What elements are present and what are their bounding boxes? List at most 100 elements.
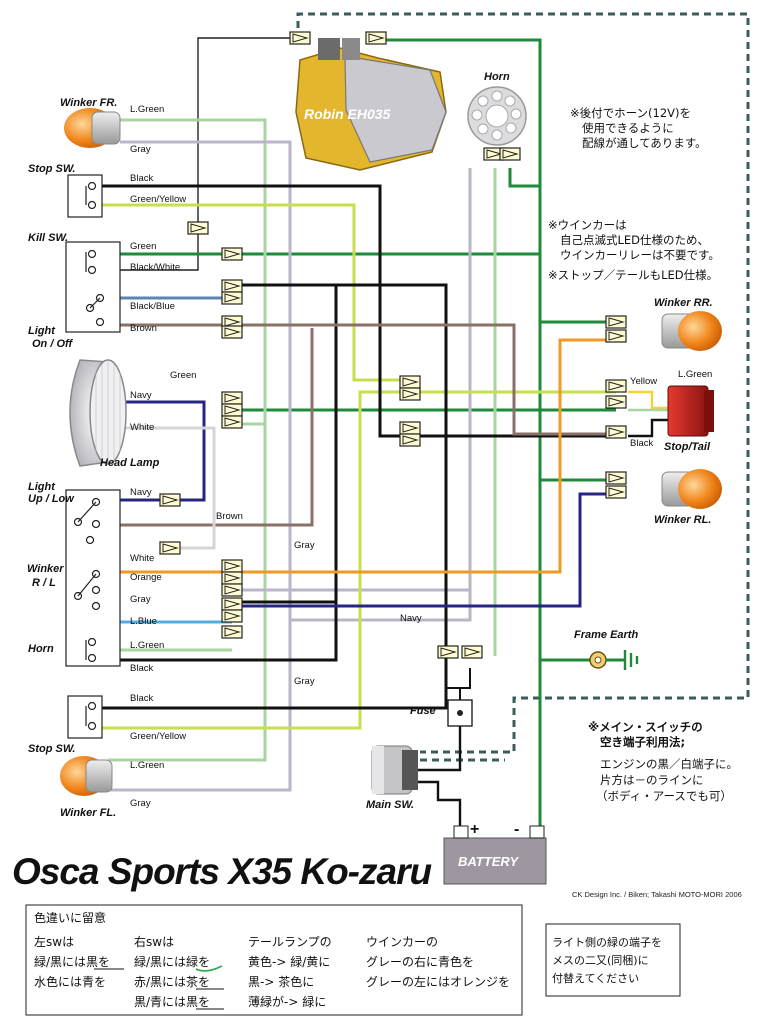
winker-note-line: ※ウインカーは — [548, 218, 627, 232]
notice-col3-line: 黄色-> 緑/黄に — [248, 954, 330, 969]
wire-label: White — [130, 422, 154, 433]
connector-mark — [608, 427, 625, 437]
wire-label: Brown — [130, 323, 157, 334]
wire-white-hl — [122, 426, 216, 550]
wire-label: Black — [130, 693, 153, 704]
stop-sw-bottom-box — [67, 695, 103, 739]
connector-mark — [402, 423, 419, 433]
connector-mark — [608, 397, 625, 407]
wire-black-stop-top — [100, 184, 410, 438]
notice-col1-line: 左swは — [34, 934, 74, 949]
stop-tail-label: Stop/Tail — [664, 441, 711, 453]
winker-note-line: ウインカーリレーは不要です。 — [560, 248, 720, 262]
wire-spare-dashed — [296, 12, 750, 754]
main-note-body-line: 片方は－のラインに — [600, 773, 704, 787]
winker-fl-bulb — [60, 756, 113, 796]
winker-sw-label-2: R / L — [32, 577, 56, 589]
wire-label: Gray — [130, 594, 151, 605]
connector-mark — [162, 543, 179, 553]
notice-heading: 色違いに留意 — [34, 910, 106, 925]
connector-mark — [224, 249, 241, 259]
connector-mark — [368, 33, 385, 43]
wire-brown-ul — [100, 328, 314, 527]
connector-mark — [402, 435, 419, 445]
horn-note-line: ※後付でホーン(12V)を — [570, 106, 691, 120]
wire-black-white-inner — [102, 40, 195, 269]
winker-fl-label: Winker FL. — [60, 807, 116, 819]
horn-center — [485, 104, 509, 128]
fuse-label: Fuse — [410, 705, 436, 717]
wire-label: Black — [630, 438, 653, 449]
connector-mark — [224, 327, 241, 337]
notice-col4-line: ウインカーの — [366, 935, 438, 949]
notice-col4-line: グレーの左にはオレンジを — [366, 974, 510, 989]
connector-mark — [224, 561, 241, 571]
main-sw-label: Main SW. — [366, 799, 414, 811]
connector-mark — [608, 487, 625, 497]
wire-label: Navy — [130, 390, 152, 401]
battery-label: BATTERY — [458, 854, 520, 869]
wire-label: Green — [170, 370, 196, 381]
wire-brown-light — [100, 323, 616, 436]
wire-label: Green — [130, 241, 156, 252]
stop-note-line: ※ストップ／テールもLED仕様。 — [548, 268, 718, 282]
winker-sw-label-1: Winker — [27, 563, 64, 575]
wire-gray-fr — [108, 140, 292, 792]
stop-sw-top-box — [67, 174, 103, 218]
notice-col4-line: グレーの右に青色を — [366, 954, 474, 969]
wire-gray-horn — [290, 168, 472, 622]
connector-mark — [608, 317, 625, 327]
wire-label: Navy — [130, 487, 152, 498]
wire-orange — [100, 338, 616, 574]
notice-col1-line: 緑/黒には黒を — [34, 954, 110, 969]
stop-tail-lamp — [667, 385, 714, 437]
head-lamp-label: Head Lamp — [100, 457, 160, 469]
wire-labels: L.Green Gray Black Green/Yellow Green Bl… — [130, 104, 712, 809]
wire-black-horn — [100, 600, 338, 662]
side-box-line: 付替えてください — [552, 971, 639, 985]
connector-mark — [190, 223, 207, 233]
light-uplow-label-1: Light — [28, 481, 56, 493]
wire-label: L.Green — [678, 369, 712, 380]
wire-label: Gray — [130, 144, 151, 155]
connector-mark — [402, 389, 419, 399]
battery-plus: + — [470, 821, 479, 838]
notes: ※後付でホーン(12V)を 使用できるように 配線が通してあります。 ※ウインカ… — [548, 106, 738, 803]
engine-cover — [344, 55, 447, 163]
wire-label: Gray — [294, 540, 315, 551]
connector-mark — [224, 293, 241, 303]
notice-col3-line: テールランプの — [248, 935, 332, 949]
connector-mark — [608, 331, 625, 341]
main-note-body-line: エンジンの黒／白端子に。 — [600, 757, 738, 771]
notice-col1-line: 水色には青を — [34, 975, 106, 989]
wire-label: Black/White — [130, 262, 180, 273]
engine-cap-2 — [342, 38, 360, 60]
wire-label: Orange — [130, 572, 162, 583]
wire-label: Yellow — [630, 376, 657, 387]
engine-unit: Robin EH035 — [295, 38, 447, 171]
wire-lgreen-fr — [108, 118, 267, 762]
horn-unit: Horn — [467, 71, 527, 146]
connector-mark — [224, 585, 241, 595]
connector-mark — [224, 317, 241, 327]
wire-navy-rear — [232, 492, 616, 608]
connector-mark — [224, 573, 241, 583]
wiring-harness — [100, 12, 750, 826]
main-note-title-line: ※メイン・スイッチの — [588, 720, 703, 734]
wire-label: Black — [130, 663, 153, 674]
main-note-title-line: 空き端子利用法; — [600, 735, 685, 749]
connectors — [159, 31, 627, 659]
connector-mark — [224, 627, 241, 637]
stop-sw-bottom-label: Stop SW. — [28, 743, 75, 755]
wire-label: L.Blue — [130, 616, 157, 627]
connector-mark — [224, 281, 241, 291]
wire-black-fuse2 — [460, 668, 471, 689]
wire-label: Navy — [400, 613, 422, 624]
winker-fr-bulb — [64, 108, 121, 148]
connector-mark — [162, 495, 179, 505]
horn-note-line: 使用できるように — [582, 121, 674, 135]
connector-mark — [292, 33, 309, 43]
horn-label: Horn — [484, 71, 510, 83]
